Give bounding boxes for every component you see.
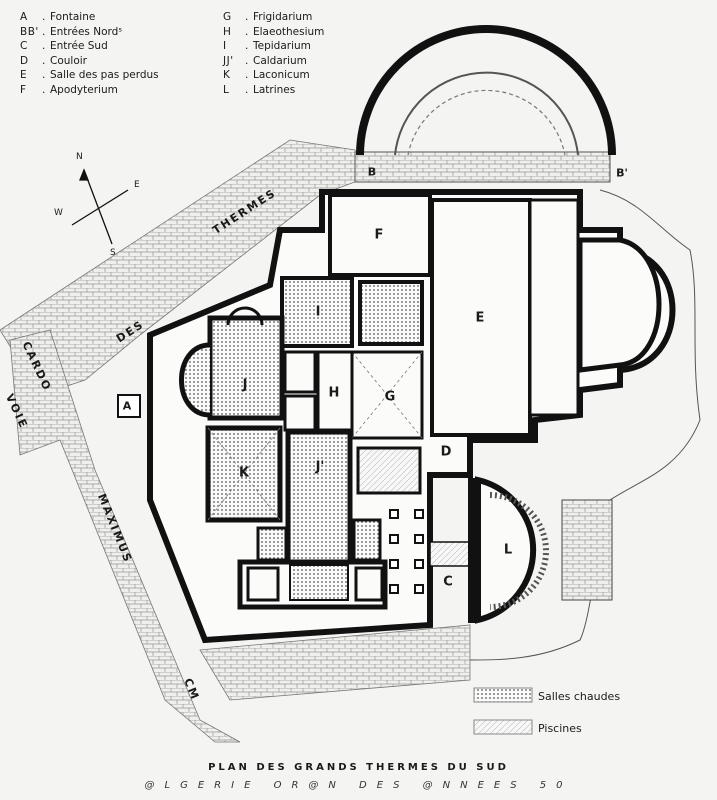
- room-l: [475, 476, 537, 624]
- plan-caption: PLAN DES GRANDS THERMES DU SUD: [208, 762, 509, 773]
- entry-c-steps: [429, 541, 471, 567]
- label-l: L: [503, 542, 513, 558]
- label-g: G: [384, 389, 396, 405]
- legend-item: G.Frigidarium: [223, 11, 313, 23]
- label-i: I: [315, 304, 321, 320]
- label-j: J: [242, 377, 248, 393]
- east-apse: [577, 237, 662, 373]
- compass-n: N: [76, 152, 83, 162]
- label-e: E: [475, 310, 485, 326]
- label-b: B: [367, 165, 377, 179]
- pools-swatch: [473, 719, 533, 735]
- compass-e: E: [134, 180, 140, 190]
- room-l-wall: [468, 478, 478, 623]
- label-b-prime: B': [616, 166, 628, 180]
- hot-rooms-swatch: [473, 687, 533, 703]
- east-annex: [561, 499, 613, 601]
- room-i: [280, 276, 354, 348]
- street-cardo-maximus: [9, 329, 241, 743]
- site-boundary: [469, 189, 701, 661]
- label-h: H: [328, 385, 340, 401]
- key-hot-rooms: Salles chaudes: [538, 690, 621, 703]
- legend-item: H.Elaeothesium: [223, 25, 325, 38]
- room-j-west: [207, 315, 285, 421]
- hypocaust-pillars: [389, 509, 424, 594]
- legend-item: L.Latrines: [223, 83, 296, 96]
- watermark: @LGERIE OR@N DES @NNEES 50: [144, 780, 573, 791]
- legend-right: G.Frigidarium H.Elaeothesium I.Tepidariu…: [223, 10, 324, 98]
- palaestra-exedra: [356, 25, 616, 156]
- legend-item: F.Apodyterium: [20, 83, 118, 96]
- street-south: [199, 624, 471, 701]
- label-a: A: [122, 399, 132, 413]
- fountain-a: [117, 394, 141, 418]
- key-pools: Piscines: [538, 722, 582, 735]
- label-f: F: [374, 227, 384, 243]
- label-c: C: [443, 574, 453, 590]
- legend-item: I.Tepidarium: [223, 40, 311, 53]
- room-i-pool: [358, 280, 424, 346]
- north-portico: [354, 151, 611, 183]
- legend-item: K.Laconicum: [223, 69, 310, 82]
- label-j-prime: J': [315, 459, 325, 475]
- room-j-prime: [285, 429, 353, 565]
- label-k: K: [238, 465, 250, 481]
- legend-item: C.Entrée Sud: [20, 40, 108, 53]
- legend-item: E.Salle des pas perdus: [20, 69, 159, 82]
- room-j-apse: [179, 342, 211, 418]
- label-d: D: [440, 444, 452, 460]
- legend-item: A.Fontaine: [20, 11, 96, 23]
- compass-rose: [71, 168, 129, 245]
- legend-item: D.Couloir: [20, 54, 87, 67]
- compass-s: S: [110, 248, 116, 258]
- legend-left: A.Fontaine BB'.Entrées Nordˢ C.Entrée Su…: [20, 10, 159, 98]
- compass-w: W: [54, 208, 63, 218]
- legend-item: BB'.Entrées Nordˢ: [20, 25, 123, 38]
- room-e-corridor: [528, 198, 580, 417]
- room-h: [316, 350, 354, 432]
- legend-item: JJ'.Caldarium: [223, 54, 307, 67]
- room-g-pool: [356, 446, 422, 495]
